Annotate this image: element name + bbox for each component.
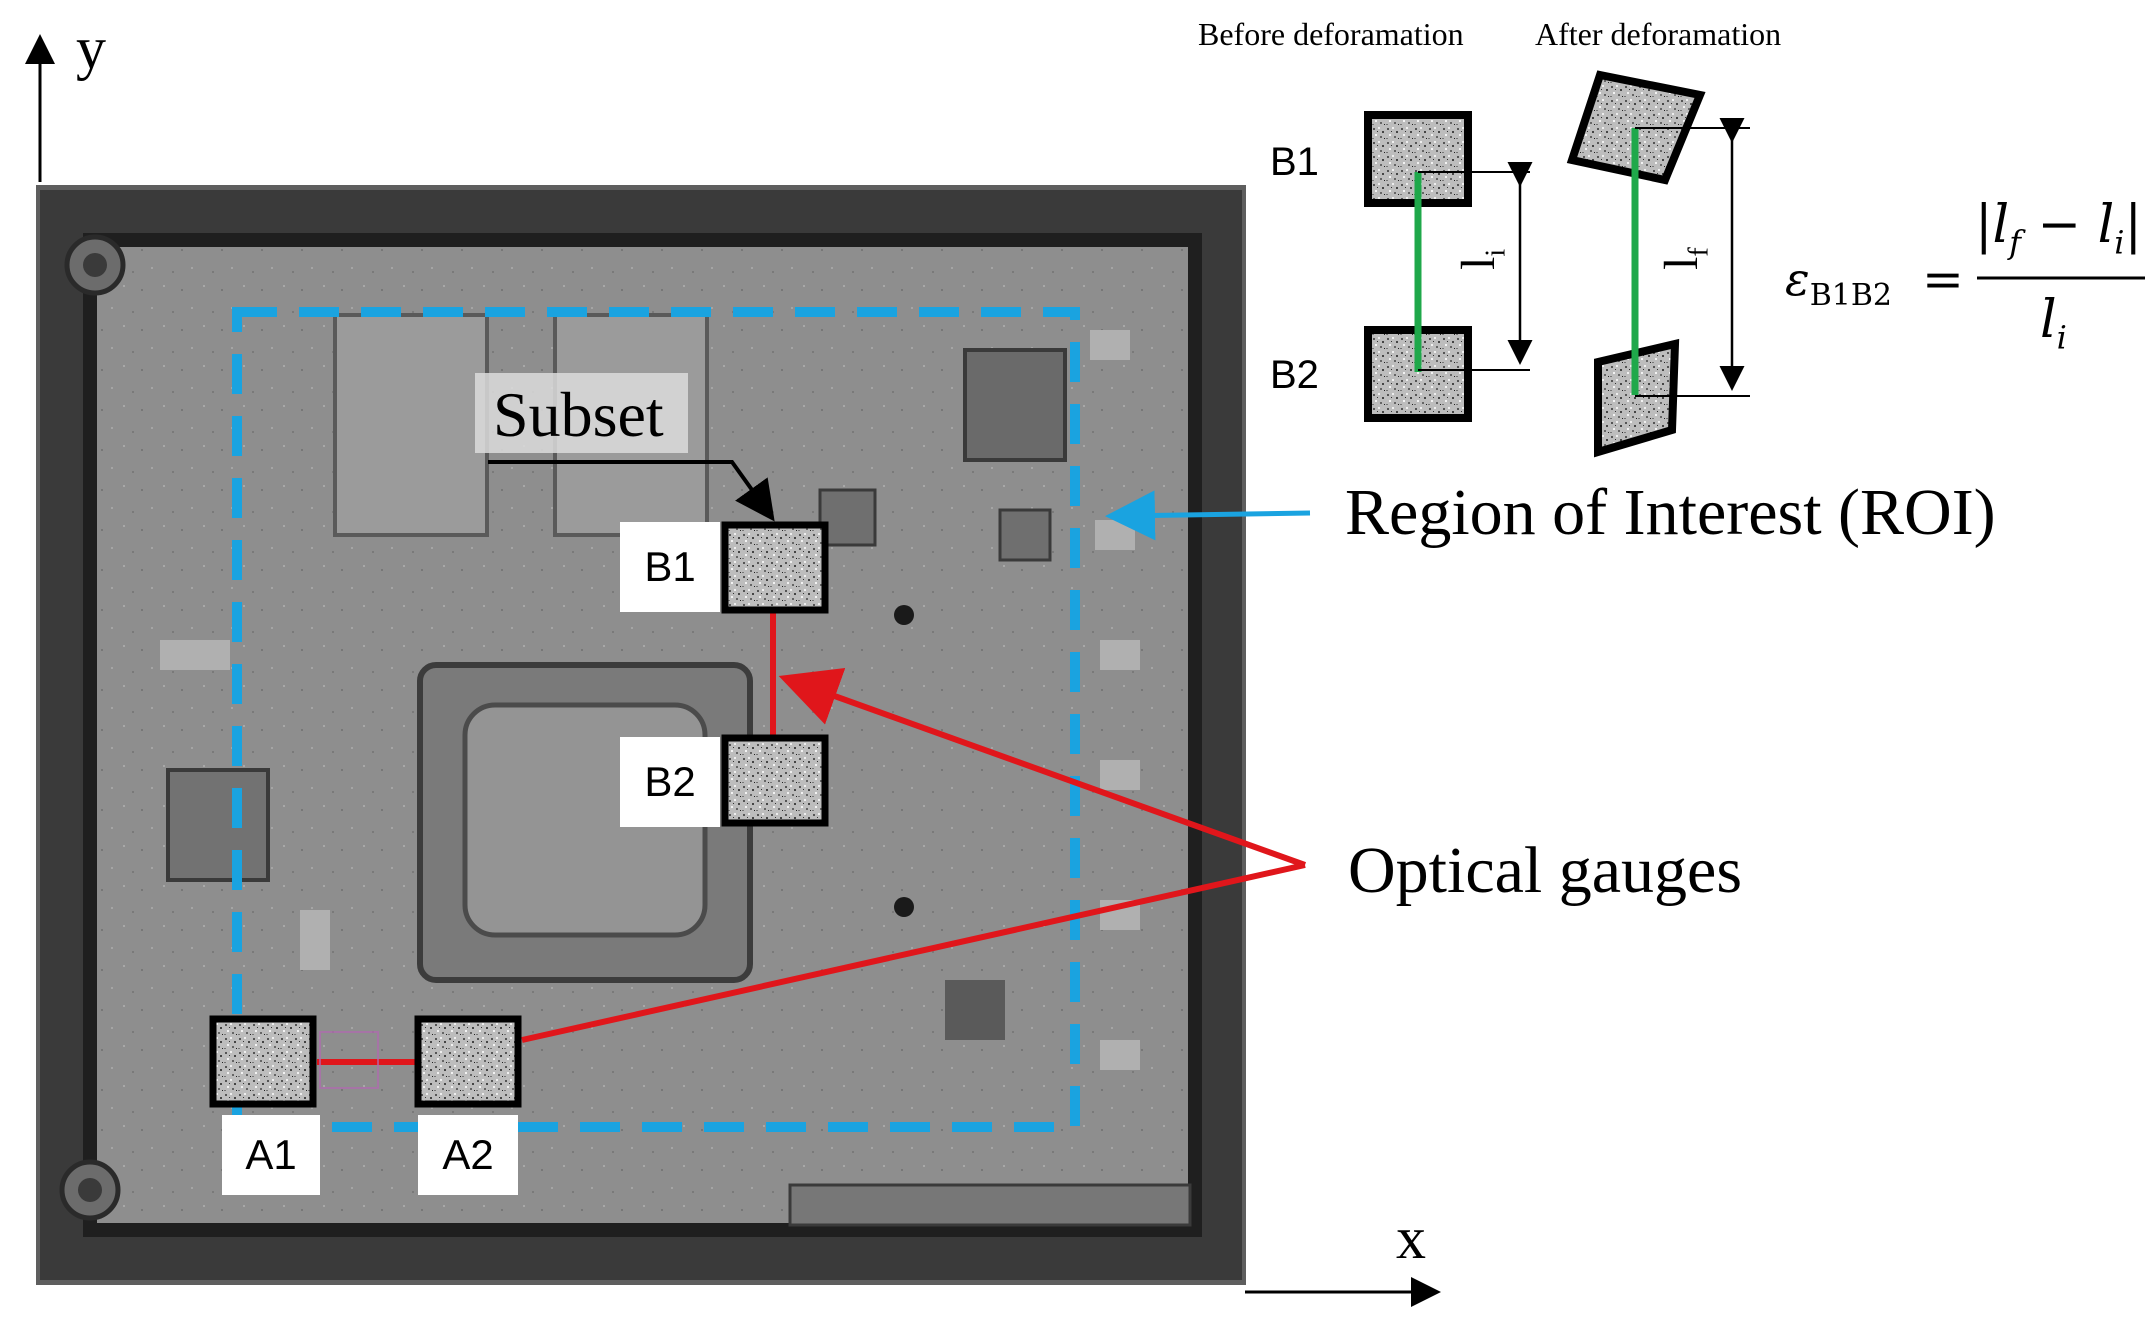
formula-num-sub-f: f [2009, 223, 2021, 262]
gauge-label-a2: A2 [418, 1115, 518, 1195]
subset-b2 [721, 734, 829, 827]
before-deformation-diagram [1364, 111, 1533, 422]
lf-label-main: l [1655, 256, 1708, 270]
li-label: li [1452, 248, 1512, 270]
formula-denominator: li [2040, 290, 2067, 356]
subset-b1 [721, 521, 829, 614]
subset-a2 [414, 1015, 522, 1108]
subset-label: Subset [475, 373, 688, 453]
subset-label-text: Subset [493, 379, 664, 450]
optical-gauges-label: Optical gauges [1348, 834, 1743, 907]
optical-gauges-arrow-b [778, 667, 1307, 868]
optical-gauges-arrow-a [521, 862, 1306, 1043]
gauge-label-b1: B1 [620, 522, 720, 612]
formula-den-sub: i [2056, 318, 2067, 357]
formula-num-close: | [2124, 195, 2143, 255]
y-axis-label: y [76, 15, 106, 81]
subset-callout-arrow [488, 460, 775, 522]
diagram-label-b2: B2 [1270, 353, 1319, 397]
li-label-sub: i [1480, 248, 1512, 257]
formula-lhs-sub: B1B2 [1809, 278, 1892, 314]
gauge-label-b2: B2 [620, 737, 720, 827]
lf-label-sub: f [1683, 247, 1715, 257]
after-deformation-diagram [1566, 70, 1750, 458]
formula-num-l: |l [1975, 195, 2010, 255]
after-deformation-heading: After deforamation [1535, 16, 1782, 52]
formula-equals: = [1922, 250, 1964, 308]
before-deformation-heading: Before deforamation [1198, 16, 1464, 52]
roi-rectangle [232, 307, 1080, 1132]
formula-den-l: l [2040, 290, 2057, 350]
subset-a1 [209, 1015, 317, 1108]
formula-lhs: εB1B2 [1785, 252, 1892, 313]
formula-num-minus: − l [2021, 195, 2115, 255]
lf-label: lf [1655, 247, 1715, 270]
x-axis-label: x [1396, 1205, 1426, 1271]
board-photo [36, 185, 1246, 1285]
faint-marker-rect [319, 1031, 379, 1089]
gauge-label-a1: A1 [222, 1115, 320, 1195]
diagram-label-b1: B1 [1270, 140, 1319, 184]
formula-numerator: |lf − li| [1975, 195, 2142, 261]
li-label-main: l [1452, 256, 1505, 270]
roi-arrow [1105, 490, 1311, 541]
formula-epsilon: ε [1785, 252, 1810, 306]
after-subset-b2 [1594, 338, 1680, 458]
roi-label: Region of Interest (ROI) [1345, 476, 1996, 549]
formula-num-sub-i: i [2114, 223, 2125, 262]
